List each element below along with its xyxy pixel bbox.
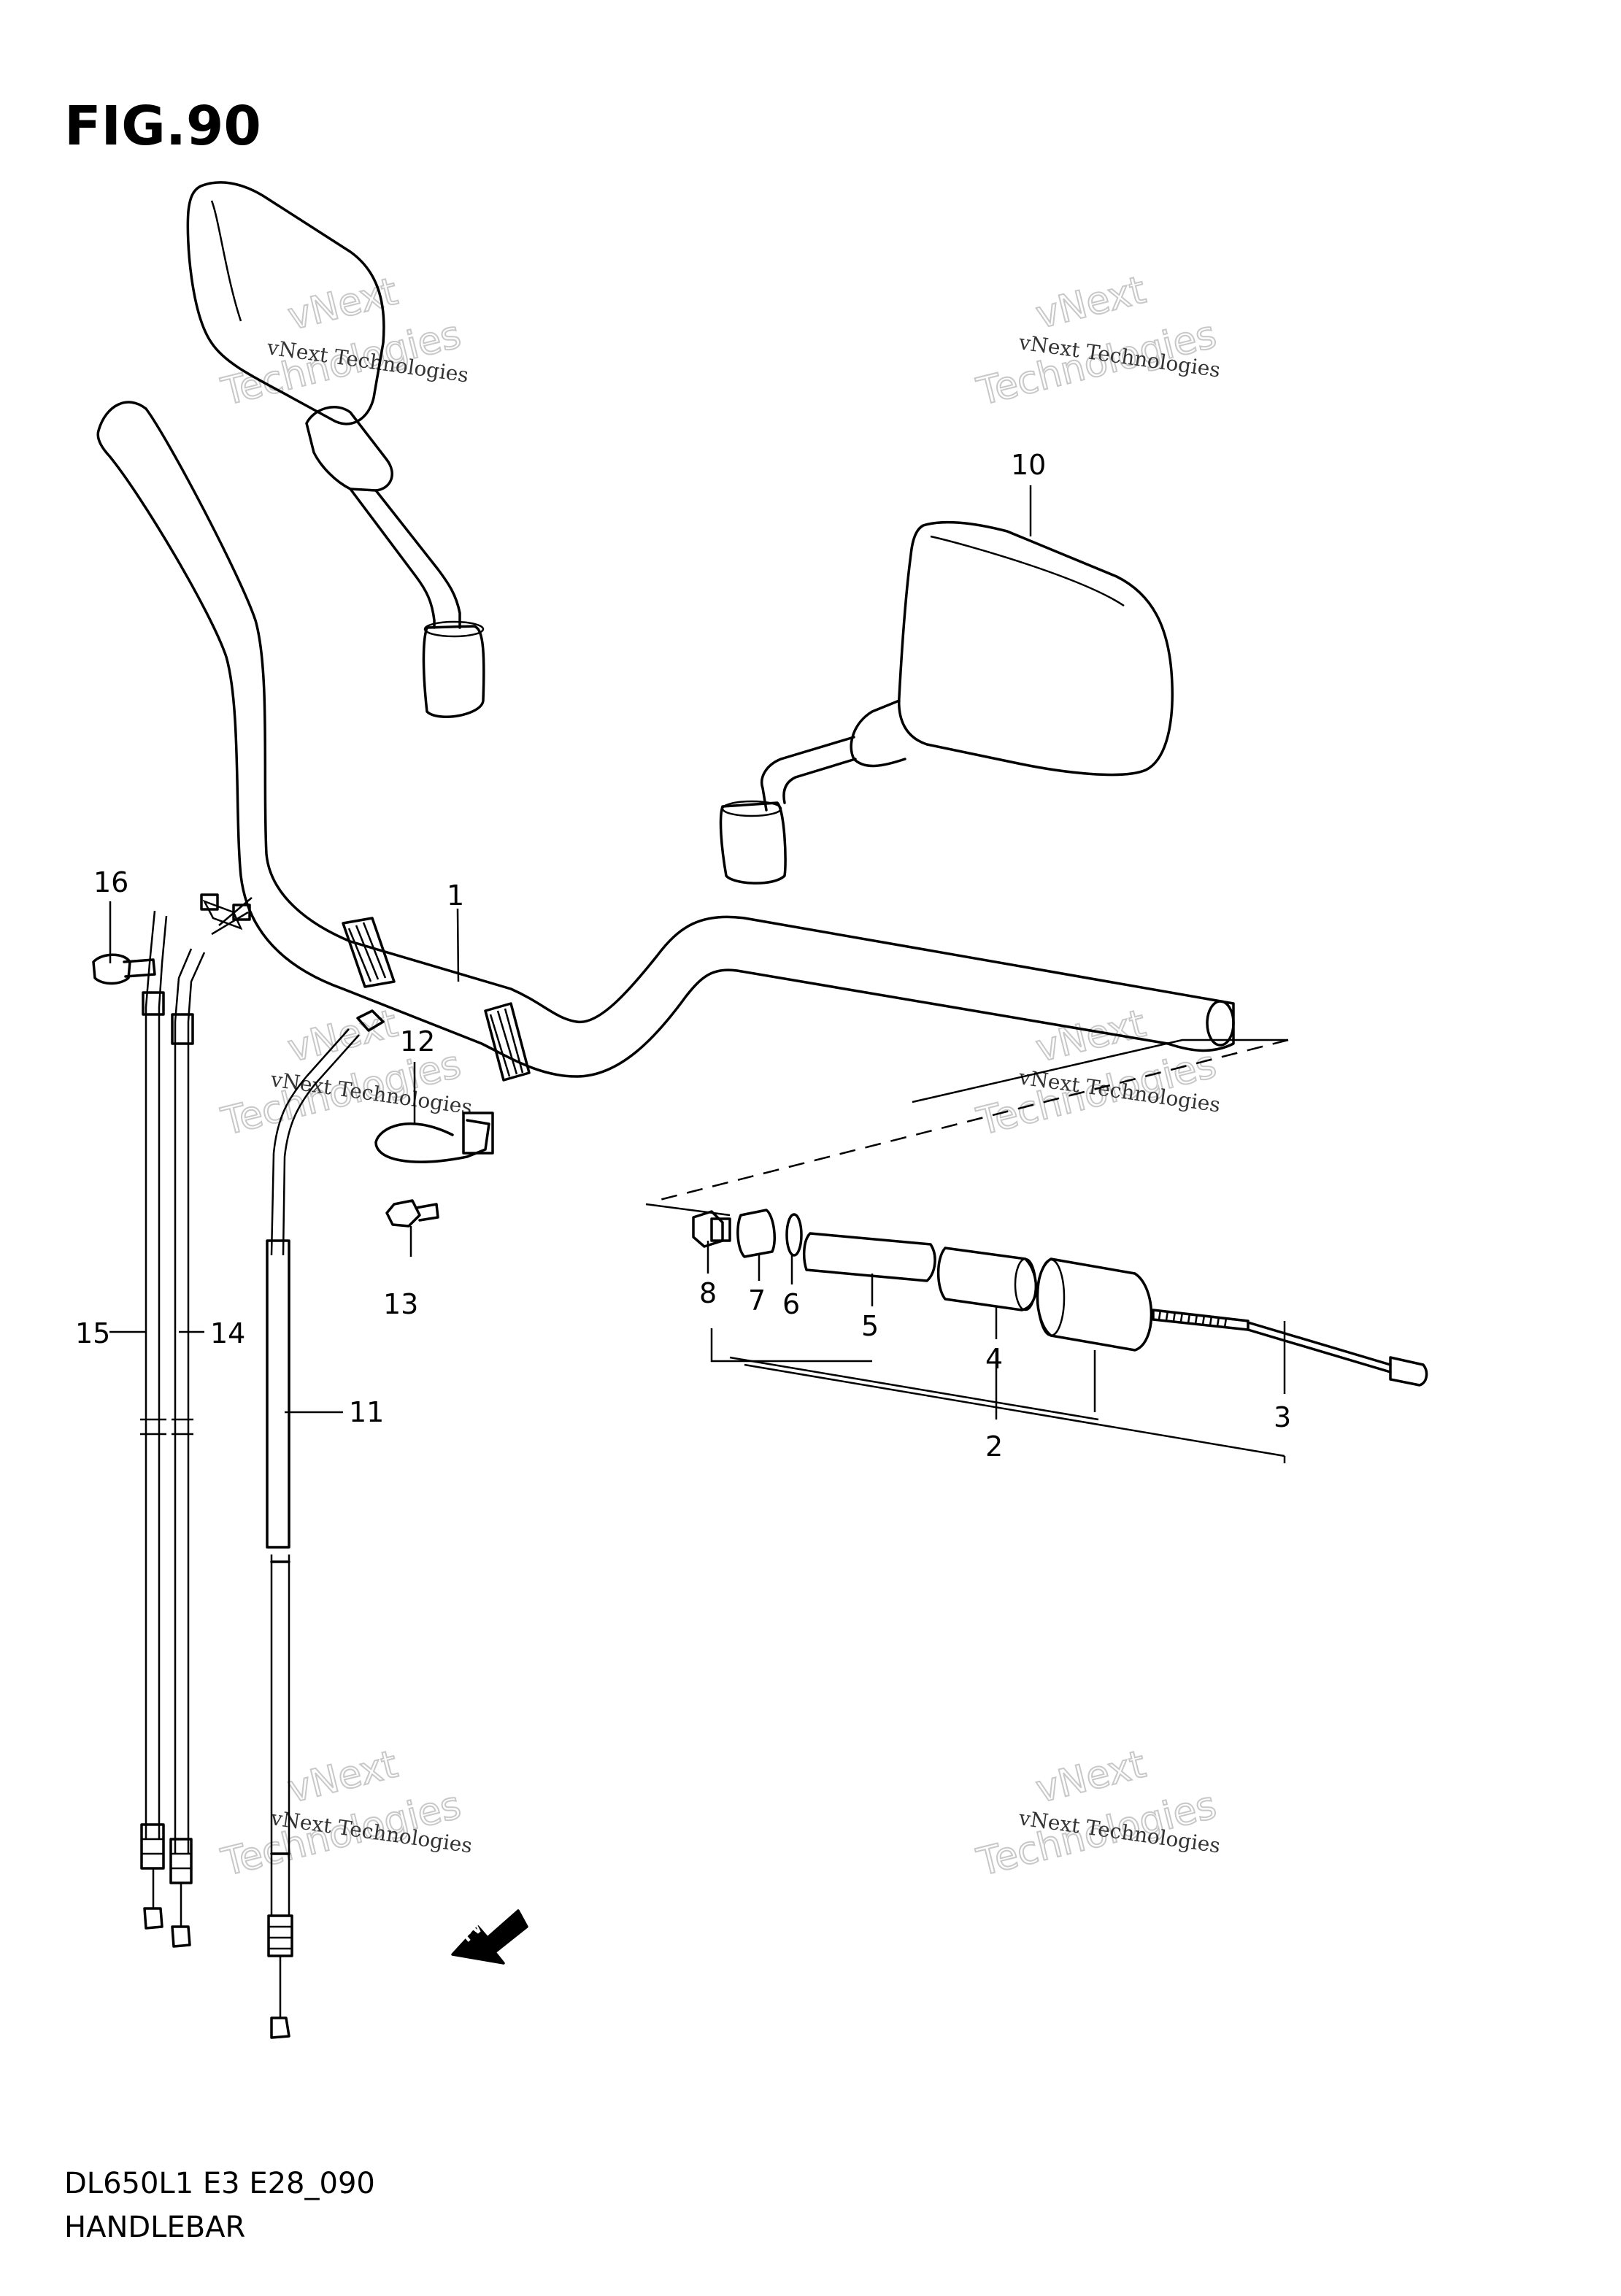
watermark-bottom-left: vNext Technologies vNext Technologies <box>217 1742 474 1886</box>
callout-1: 1 <box>447 879 464 912</box>
watermark-top-right: vNext Technologies vNext Technologies <box>972 268 1222 415</box>
clamp-12 <box>374 1112 494 1163</box>
watermark-mid-left: vNext Technologies vNext Technologies <box>217 1001 474 1145</box>
callout-14: 14 <box>210 1317 245 1349</box>
leader-lines <box>109 485 1286 1463</box>
callout-13: 13 <box>383 1288 418 1320</box>
callout-5: 5 <box>861 1310 879 1342</box>
callout-labels: 1 2 3 4 5 6 7 8 10 11 12 13 14 15 16 <box>75 449 1291 1463</box>
right-mirror <box>719 520 1174 885</box>
callout-12: 12 <box>400 1025 435 1058</box>
bar-end-assembly <box>692 1209 1428 1387</box>
watermark-top-left: vNext Technologies vNext Technologies <box>217 269 470 415</box>
footer-name: HANDLEBAR <box>64 2211 245 2244</box>
callout-3: 3 <box>1274 1401 1291 1433</box>
callout-10: 10 <box>1011 449 1046 481</box>
callout-11: 11 <box>349 1396 384 1428</box>
fwd-arrow: FWD <box>451 1905 528 1965</box>
callout-2: 2 <box>985 1430 1003 1463</box>
watermark-mid-right: vNext Technologies vNext Technologies <box>972 1001 1222 1145</box>
watermark-bottom-right: vNext Technologies vNext Technologies <box>972 1742 1222 1886</box>
bolt-16 <box>92 953 156 985</box>
callout-8: 8 <box>699 1277 717 1309</box>
left-mirror <box>186 181 485 718</box>
callout-7: 7 <box>748 1284 766 1317</box>
callout-4: 4 <box>985 1343 1003 1375</box>
handlebar <box>96 401 1235 1082</box>
callout-6: 6 <box>782 1288 800 1320</box>
cables-14-15 <box>140 893 253 1948</box>
watermark-vnext: vNext <box>1032 269 1150 338</box>
callout-16: 16 <box>93 866 128 898</box>
cable-11 <box>266 1009 385 2039</box>
bolt-13 <box>385 1199 439 1228</box>
callout-15: 15 <box>75 1317 110 1349</box>
footer-code: DL650L1 E3 E28_090 <box>64 2167 375 2200</box>
figure-title: FIG.90 <box>64 95 261 158</box>
watermark-vnext: vNext <box>1032 1743 1150 1812</box>
explode-guides <box>645 1039 1289 1217</box>
